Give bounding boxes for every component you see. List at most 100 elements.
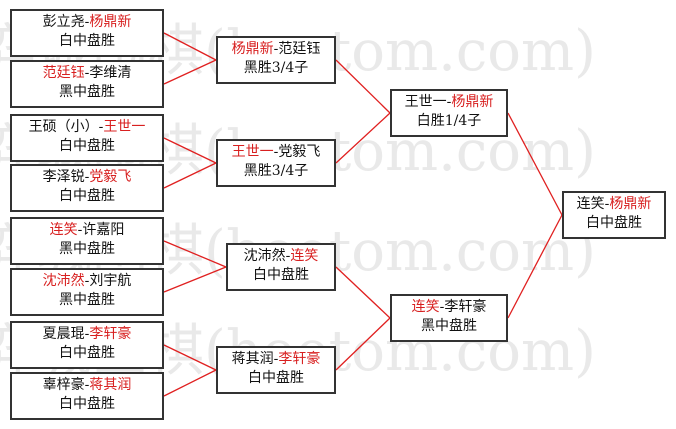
player-name: 辜梓豪 bbox=[42, 377, 85, 393]
vs-separator: - bbox=[84, 65, 90, 81]
vs-separator: - bbox=[273, 351, 279, 367]
match-players: 连笑-许嘉阳 bbox=[12, 221, 162, 240]
vs-separator: - bbox=[446, 94, 452, 110]
vs-separator: - bbox=[84, 273, 90, 289]
vs-separator: - bbox=[273, 41, 279, 57]
match-box-r3-1: 王世一-杨鼎新 白胜1/4子 bbox=[390, 89, 508, 137]
vs-separator: - bbox=[98, 119, 104, 135]
match-box-r1-5: 连笑-许嘉阳 黑中盘胜 bbox=[10, 217, 164, 265]
connector-line bbox=[335, 317, 391, 371]
vs-separator: - bbox=[84, 377, 90, 393]
player-name: 李轩豪 bbox=[444, 299, 487, 315]
player-name: 蒋其润 bbox=[231, 351, 274, 367]
match-result: 黑中盘胜 bbox=[59, 292, 115, 308]
winner-name: 范廷钰 bbox=[42, 65, 85, 81]
match-result: 黑中盘胜 bbox=[59, 241, 115, 257]
player-name: 李维清 bbox=[89, 65, 132, 81]
match-result: 白中盘胜 bbox=[59, 396, 115, 412]
match-box-r2-1: 杨鼎新-范廷钰 黑胜3/4子 bbox=[216, 36, 336, 84]
connector-line bbox=[163, 59, 217, 85]
connector-line bbox=[335, 112, 391, 164]
player-name: 沈沛然 bbox=[243, 248, 286, 264]
match-box-r1-7: 夏晨琨-李轩豪 白中盘胜 bbox=[10, 321, 164, 369]
connector-line bbox=[163, 162, 217, 189]
match-result: 黑中盘胜 bbox=[421, 318, 477, 334]
match-box-r1-2: 范廷钰-李维清 黑中盘胜 bbox=[10, 60, 164, 108]
winner-name: 党毅飞 bbox=[89, 169, 132, 185]
match-players: 彭立尧-杨鼎新 bbox=[12, 13, 162, 32]
match-result: 白中盘胜 bbox=[59, 345, 115, 361]
vs-separator: - bbox=[439, 299, 445, 315]
connector-line bbox=[163, 137, 217, 164]
match-players: 蒋其润-李轩豪 bbox=[218, 350, 334, 369]
vs-separator: - bbox=[273, 144, 279, 160]
winner-name: 杨鼎新 bbox=[451, 94, 494, 110]
match-box-r2-2: 王世一-党毅飞 黑胜3/4子 bbox=[216, 139, 336, 187]
match-box-r2-3: 沈沛然-连笑 白中盘胜 bbox=[226, 243, 336, 291]
winner-name: 连笑 bbox=[290, 248, 319, 264]
match-result: 白中盘胜 bbox=[253, 267, 309, 283]
match-players: 李泽锐-党毅飞 bbox=[12, 168, 162, 187]
winner-name: 杨鼎新 bbox=[609, 196, 652, 212]
winner-name: 王世一 bbox=[231, 144, 274, 160]
match-result: 白中盘胜 bbox=[248, 370, 304, 386]
vs-separator: - bbox=[84, 169, 90, 185]
match-box-r1-1: 彭立尧-杨鼎新 白中盘胜 bbox=[10, 9, 164, 57]
player-name: 彭立尧 bbox=[42, 14, 85, 30]
match-result: 白胜1/4子 bbox=[416, 113, 482, 129]
match-players: 连笑-杨鼎新 bbox=[564, 195, 664, 214]
match-box-r2-4: 蒋其润-李轩豪 白中盘胜 bbox=[216, 346, 336, 394]
connector-line bbox=[335, 266, 391, 319]
winner-name: 杨鼎新 bbox=[231, 41, 274, 57]
winner-name: 杨鼎新 bbox=[89, 14, 132, 30]
winner-name: 沈沛然 bbox=[42, 273, 85, 289]
match-players: 沈沛然-刘宇航 bbox=[12, 272, 162, 291]
player-name: 李泽锐 bbox=[42, 169, 85, 185]
match-result: 黑胜3/4子 bbox=[243, 163, 309, 179]
match-result: 白中盘胜 bbox=[59, 33, 115, 49]
connector-line bbox=[163, 369, 217, 397]
match-players: 范廷钰-李维清 bbox=[12, 64, 162, 83]
match-box-r1-8: 辜梓豪-蒋其润 白中盘胜 bbox=[10, 372, 164, 420]
winner-name: 李轩豪 bbox=[89, 326, 132, 342]
vs-separator: - bbox=[77, 222, 83, 238]
vs-separator: - bbox=[84, 14, 90, 30]
connector-line bbox=[335, 59, 391, 114]
connector-line bbox=[163, 266, 227, 293]
match-result: 黑胜3/4子 bbox=[243, 60, 309, 76]
match-box-r1-3: 王硕（小）-王世一 白中盘胜 bbox=[10, 114, 164, 162]
match-players: 沈沛然-连笑 bbox=[228, 247, 334, 266]
player-name: 连笑 bbox=[576, 196, 605, 212]
match-box-r1-6: 沈沛然-刘宇航 黑中盘胜 bbox=[10, 268, 164, 316]
connector-line bbox=[507, 214, 563, 319]
match-result: 白中盘胜 bbox=[59, 138, 115, 154]
winner-name: 李轩豪 bbox=[278, 351, 321, 367]
match-players: 杨鼎新-范廷钰 bbox=[218, 40, 334, 59]
winner-name: 连笑 bbox=[49, 222, 78, 238]
winner-name: 王世一 bbox=[103, 119, 146, 135]
connector-line bbox=[163, 32, 217, 61]
winner-name: 蒋其润 bbox=[89, 377, 132, 393]
match-result: 黑中盘胜 bbox=[59, 84, 115, 100]
player-name: 范廷钰 bbox=[278, 41, 321, 57]
match-result: 白中盘胜 bbox=[59, 188, 115, 204]
player-name: 党毅飞 bbox=[278, 144, 321, 160]
match-box-final: 连笑-杨鼎新 白中盘胜 bbox=[562, 191, 666, 239]
player-name: 刘宇航 bbox=[89, 273, 132, 289]
connector-line bbox=[163, 344, 217, 371]
player-name: 王硕（小） bbox=[28, 119, 99, 135]
player-name: 许嘉阳 bbox=[82, 222, 125, 238]
vs-separator: - bbox=[285, 248, 291, 264]
vs-separator: - bbox=[84, 326, 90, 342]
match-box-r3-2: 连笑-李轩豪 黑中盘胜 bbox=[390, 294, 508, 342]
player-name: 夏晨琨 bbox=[42, 326, 85, 342]
vs-separator: - bbox=[604, 196, 610, 212]
match-players: 辜梓豪-蒋其润 bbox=[12, 376, 162, 395]
winner-name: 连笑 bbox=[411, 299, 440, 315]
match-players: 夏晨琨-李轩豪 bbox=[12, 325, 162, 344]
match-players: 王世一-党毅飞 bbox=[218, 143, 334, 162]
match-result: 白中盘胜 bbox=[586, 215, 642, 231]
connector-line bbox=[163, 240, 227, 268]
player-name: 王世一 bbox=[404, 94, 447, 110]
